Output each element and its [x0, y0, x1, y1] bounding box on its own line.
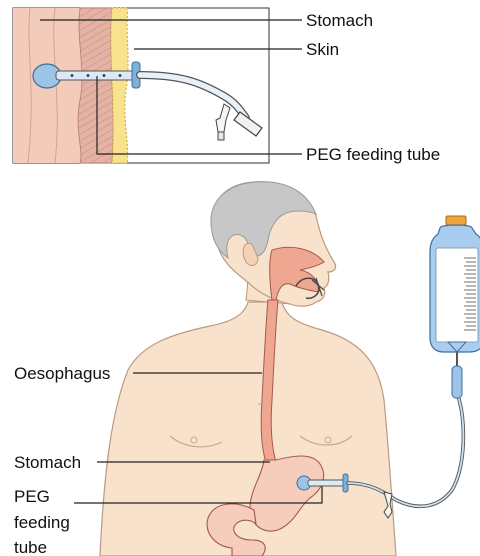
muscle-layer — [78, 8, 113, 163]
body-label-oesophagus: Oesophagus — [14, 364, 110, 383]
skin-fat-layer — [111, 8, 128, 163]
patient-figure — [100, 182, 396, 556]
body-label-peg-line3: tube — [14, 538, 47, 556]
inset-panel — [13, 8, 269, 163]
bag-cap — [446, 216, 466, 225]
body-label-peg-line1: PEG — [14, 487, 50, 506]
drip-chamber — [452, 366, 462, 398]
body-label-peg-line2: feeding — [14, 513, 70, 532]
inset-label-skin: Skin — [306, 40, 339, 59]
body-label-stomach: Stomach — [14, 453, 81, 472]
inset-label-stomach: Stomach — [306, 11, 373, 30]
inset-label-peg-feeding-tube: PEG feeding tube — [306, 145, 440, 164]
body-tube-segment — [308, 480, 348, 486]
feeding-bag — [430, 216, 480, 352]
